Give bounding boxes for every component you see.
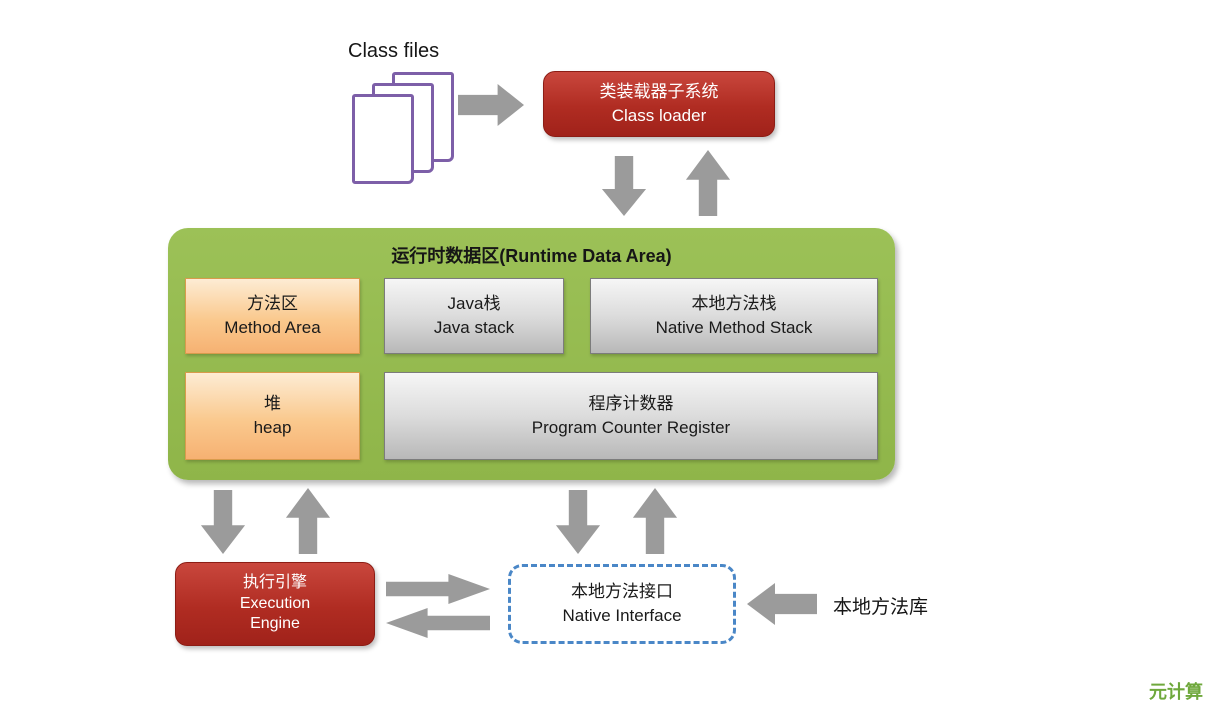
pc-register-label-zh: 程序计数器 (588, 394, 674, 414)
document-page-front-icon (352, 94, 414, 184)
native-interface-box: 本地方法接口 Native Interface (508, 564, 736, 644)
arrow-runtime-to-nativeinterface-icon (555, 490, 601, 554)
arrow-runtime-to-engine-icon (200, 490, 246, 554)
native-method-stack-label-zh: 本地方法栈 (691, 294, 777, 314)
arrow-runtime-to-classloader-icon (685, 150, 731, 216)
native-method-stack-label-en: Native Method Stack (655, 318, 813, 337)
arrow-nativeinterface-to-engine-icon (386, 608, 490, 638)
arrow-engine-to-runtime-icon (285, 488, 331, 554)
document-stack-icon (352, 72, 458, 188)
method-area-label-zh: 方法区 (247, 294, 298, 314)
class-loader-label-en: Class loader (611, 106, 707, 125)
arrow-engine-to-nativeinterface-icon (386, 574, 490, 604)
java-stack-label-zh: Java栈 (447, 294, 501, 314)
execution-engine-label-en1: Execution (239, 594, 311, 612)
native-interface-label-en: Native Interface (562, 606, 682, 625)
class-loader-box: 类装载器子系统 Class loader (543, 71, 775, 137)
runtime-data-area: 运行时数据区(Runtime Data Area) 方法区 Method Are… (168, 228, 895, 480)
heap-box: 堆 heap (185, 372, 360, 460)
method-area-label-en: Method Area (224, 318, 321, 337)
native-interface-label-zh: 本地方法接口 (571, 582, 673, 602)
class-loader-label-zh: 类装载器子系统 (599, 82, 719, 102)
arrow-classloader-to-runtime-icon (601, 156, 647, 216)
java-stack-label-en: Java stack (433, 318, 515, 337)
native-method-stack-box: 本地方法栈 Native Method Stack (590, 278, 878, 354)
watermark: 元计算 (1149, 682, 1203, 702)
native-library-label: 本地方法库 (833, 597, 929, 618)
method-area-box: 方法区 Method Area (185, 278, 360, 354)
execution-engine-label-en2: Engine (250, 615, 300, 633)
arrow-nativelibrary-to-nativeinterface-icon (747, 583, 817, 625)
java-stack-box: Java栈 Java stack (384, 278, 564, 354)
class-files-label: Class files (348, 40, 440, 62)
arrow-classfiles-to-classloader-icon (458, 84, 524, 126)
heap-label-zh: 堆 (264, 394, 281, 414)
arrow-nativeinterface-to-runtime-icon (632, 488, 678, 554)
pc-register-label-en: Program Counter Register (531, 418, 731, 437)
execution-engine-box: 执行引擎 Execution Engine (175, 562, 375, 646)
heap-label-en: heap (253, 418, 292, 437)
program-counter-register-box: 程序计数器 Program Counter Register (384, 372, 878, 460)
execution-engine-label-zh: 执行引擎 (242, 573, 307, 591)
runtime-data-area-title: 运行时数据区(Runtime Data Area) (391, 246, 672, 266)
